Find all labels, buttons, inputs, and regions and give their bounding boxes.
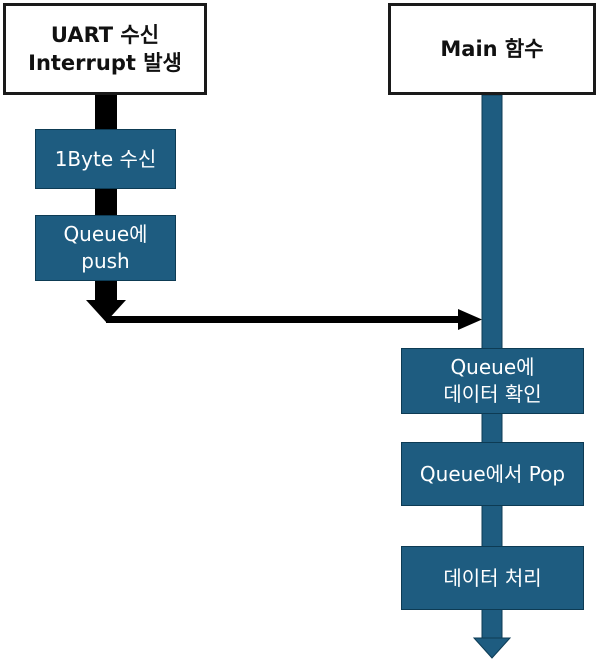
interrupt-arrow-head	[86, 300, 126, 322]
interrupt-step-1-line-1: 1Byte 수신	[54, 146, 157, 171]
connector-arrow-shaft	[106, 316, 460, 323]
main-step-check-queue: Queue에 데이터 확인	[401, 348, 584, 414]
main-header-line-1: Main 함수	[440, 37, 544, 61]
interrupt-step-2-line-1: Queue에	[63, 222, 148, 246]
interrupt-header-line-1: UART 수신	[50, 23, 160, 47]
main-step-process-data: 데이터 처리	[401, 546, 584, 610]
main-step-3-line-1: 데이터 처리	[443, 565, 542, 590]
main-step-2-line-1: Queue에서 Pop	[419, 461, 566, 486]
main-step-1-line-1: Queue에	[450, 355, 535, 379]
connector-arrow-head	[458, 309, 482, 330]
interrupt-header-line-2: Interrupt 발생	[28, 51, 182, 75]
main-step-1-line-2: 데이터 확인	[443, 382, 542, 406]
main-header-box: Main 함수	[388, 3, 596, 95]
interrupt-step-queue-push: Queue에 push	[35, 215, 176, 281]
interrupt-header-box: UART 수신 Interrupt 발생	[3, 3, 207, 95]
interrupt-step-receive-byte: 1Byte 수신	[35, 129, 176, 189]
interrupt-step-2-line-2: push	[81, 249, 130, 273]
main-arrow-head	[472, 637, 512, 659]
main-step-queue-pop: Queue에서 Pop	[401, 442, 584, 506]
